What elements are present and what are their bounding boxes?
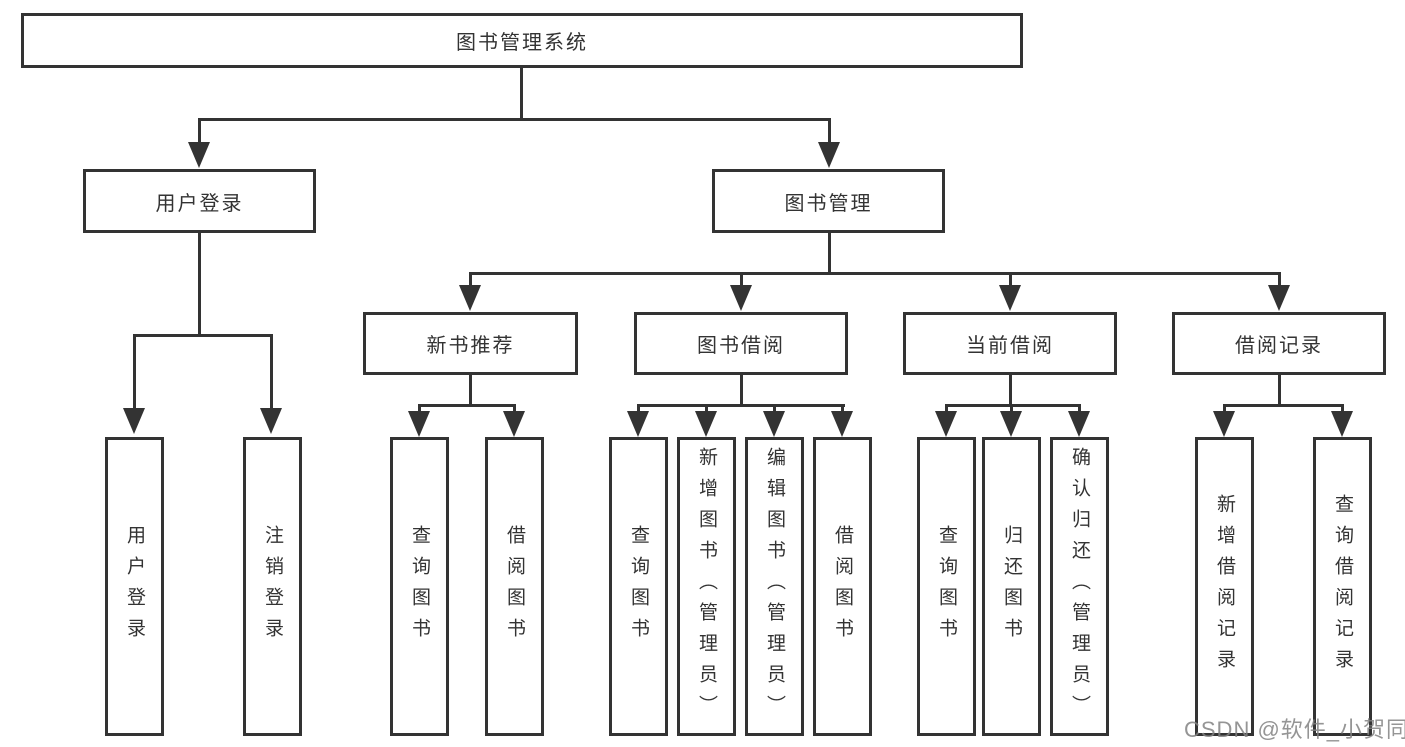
node-library-management-system-label: 图书管理系统 (456, 32, 588, 54)
leaf-user-login: 用户登录 (105, 437, 164, 736)
arrow-down-icon (459, 285, 481, 311)
connector-drop (841, 404, 844, 414)
arrow-down-icon (1068, 411, 1090, 437)
arrow-down-icon (999, 285, 1021, 311)
leaf-recommend-query-books: 查询图书 (390, 437, 449, 736)
arrow-down-icon (831, 411, 853, 437)
arrow-down-icon (763, 411, 785, 437)
connector-drop (773, 404, 776, 414)
connector-records-bus (1223, 404, 1344, 407)
arrow-down-icon (695, 411, 717, 437)
node-library-management-system: 图书管理系统 (21, 13, 1023, 68)
leaf-current-confirm-return: 确认归还（管理员） (1050, 437, 1109, 736)
connector-records-stem (1278, 375, 1281, 407)
connector-book-management-drop (828, 118, 831, 146)
connector-drop (418, 404, 421, 414)
connector-root-bus (198, 118, 831, 121)
leaf-current-return-books: 归还图书 (982, 437, 1041, 736)
node-book-management: 图书管理 (712, 169, 945, 233)
arrow-down-icon (123, 408, 145, 434)
connector-current-bus (945, 404, 1081, 407)
connector-drop (637, 404, 640, 414)
node-user-login: 用户登录 (83, 169, 316, 233)
connector-recommend-stem (469, 375, 472, 407)
leaf-records-add: 新增借阅记录 (1195, 437, 1254, 736)
connector-drop (513, 404, 516, 414)
leaf-recommend-query-books-label: 查询图书 (409, 524, 430, 649)
leaf-borrow-borrow-books: 借阅图书 (813, 437, 872, 736)
leaf-records-query-label: 查询借阅记录 (1332, 493, 1353, 680)
arrow-down-icon (627, 411, 649, 437)
connector-book-management-bus (469, 272, 1281, 275)
leaf-current-confirm-return-label: 确认归还（管理员） (1069, 447, 1090, 726)
connector-recommend-bus (418, 404, 516, 407)
node-borrow-records: 借阅记录 (1172, 312, 1386, 375)
connector-recommend-drop (469, 272, 472, 288)
node-book-borrow-label: 图书借阅 (697, 335, 785, 357)
connector-current-drop (1009, 272, 1012, 288)
connector-drop (1341, 404, 1344, 414)
node-book-management-label: 图书管理 (784, 192, 873, 215)
leaf-borrow-edit-books: 编辑图书（管理员） (745, 437, 804, 736)
arrow-down-icon (730, 285, 752, 311)
arrow-down-icon (188, 142, 210, 168)
arrow-down-icon (935, 411, 957, 437)
leaf-logout-label: 注销登录 (262, 524, 283, 649)
leaf-records-add-label: 新增借阅记录 (1214, 493, 1235, 680)
leaf-borrow-query-books-label: 查询图书 (628, 524, 649, 649)
arrow-down-icon (1331, 411, 1353, 437)
connector-borrow-bus (637, 404, 845, 407)
arrow-down-icon (503, 411, 525, 437)
leaf-borrow-borrow-books-label: 借阅图书 (832, 524, 853, 649)
csdn-watermark: CSDN @软件_小贺同学 (1184, 717, 1405, 742)
node-borrow-records-label: 借阅记录 (1235, 335, 1323, 357)
leaf-recommend-borrow-books-label: 借阅图书 (504, 524, 525, 649)
leaf-current-return-books-label: 归还图书 (1001, 524, 1022, 649)
arrow-down-icon (408, 411, 430, 437)
connector-drop (1010, 404, 1013, 414)
leaf-user-login-label: 用户登录 (124, 524, 145, 649)
node-user-login-label: 用户登录 (155, 192, 244, 215)
leaf-borrow-add-books-label: 新增图书（管理员） (696, 447, 717, 726)
connector-drop (1078, 404, 1081, 414)
node-new-book-recommend: 新书推荐 (363, 312, 578, 375)
connector-book-management-stem (828, 233, 831, 275)
arrow-down-icon (1268, 285, 1290, 311)
connector-user-login-bus (133, 334, 273, 337)
connector-records-drop (1278, 272, 1281, 288)
node-current-borrow: 当前借阅 (903, 312, 1117, 375)
leaf-borrow-add-books: 新增图书（管理员） (677, 437, 736, 736)
connector-drop (1223, 404, 1226, 414)
leaf-logout: 注销登录 (243, 437, 302, 736)
arrow-down-icon (1000, 411, 1022, 437)
leaf-borrow-query-books: 查询图书 (609, 437, 668, 736)
leaf-current-query-books: 查询图书 (917, 437, 976, 736)
arrow-down-icon (1213, 411, 1235, 437)
node-current-borrow-label: 当前借阅 (966, 335, 1054, 357)
connector-user-login-stem (198, 233, 201, 337)
connector-borrow-stem (740, 375, 743, 407)
connector-root-stem (520, 68, 523, 121)
leaf-recommend-borrow-books: 借阅图书 (485, 437, 544, 736)
connector-borrow-drop (740, 272, 743, 288)
node-new-book-recommend-label: 新书推荐 (426, 335, 515, 357)
leaf-records-query: 查询借阅记录 (1313, 437, 1372, 736)
connector-logout-drop (270, 334, 273, 410)
connector-login-drop (133, 334, 136, 410)
connector-current-stem (1009, 375, 1012, 407)
arrow-down-icon (260, 408, 282, 434)
arrow-down-icon (818, 142, 840, 168)
connector-drop (705, 404, 708, 414)
leaf-borrow-edit-books-label: 编辑图书（管理员） (764, 447, 785, 726)
connector-user-login-drop (198, 118, 201, 146)
node-book-borrow: 图书借阅 (634, 312, 848, 375)
leaf-current-query-books-label: 查询图书 (936, 524, 957, 649)
connector-drop (945, 404, 948, 414)
